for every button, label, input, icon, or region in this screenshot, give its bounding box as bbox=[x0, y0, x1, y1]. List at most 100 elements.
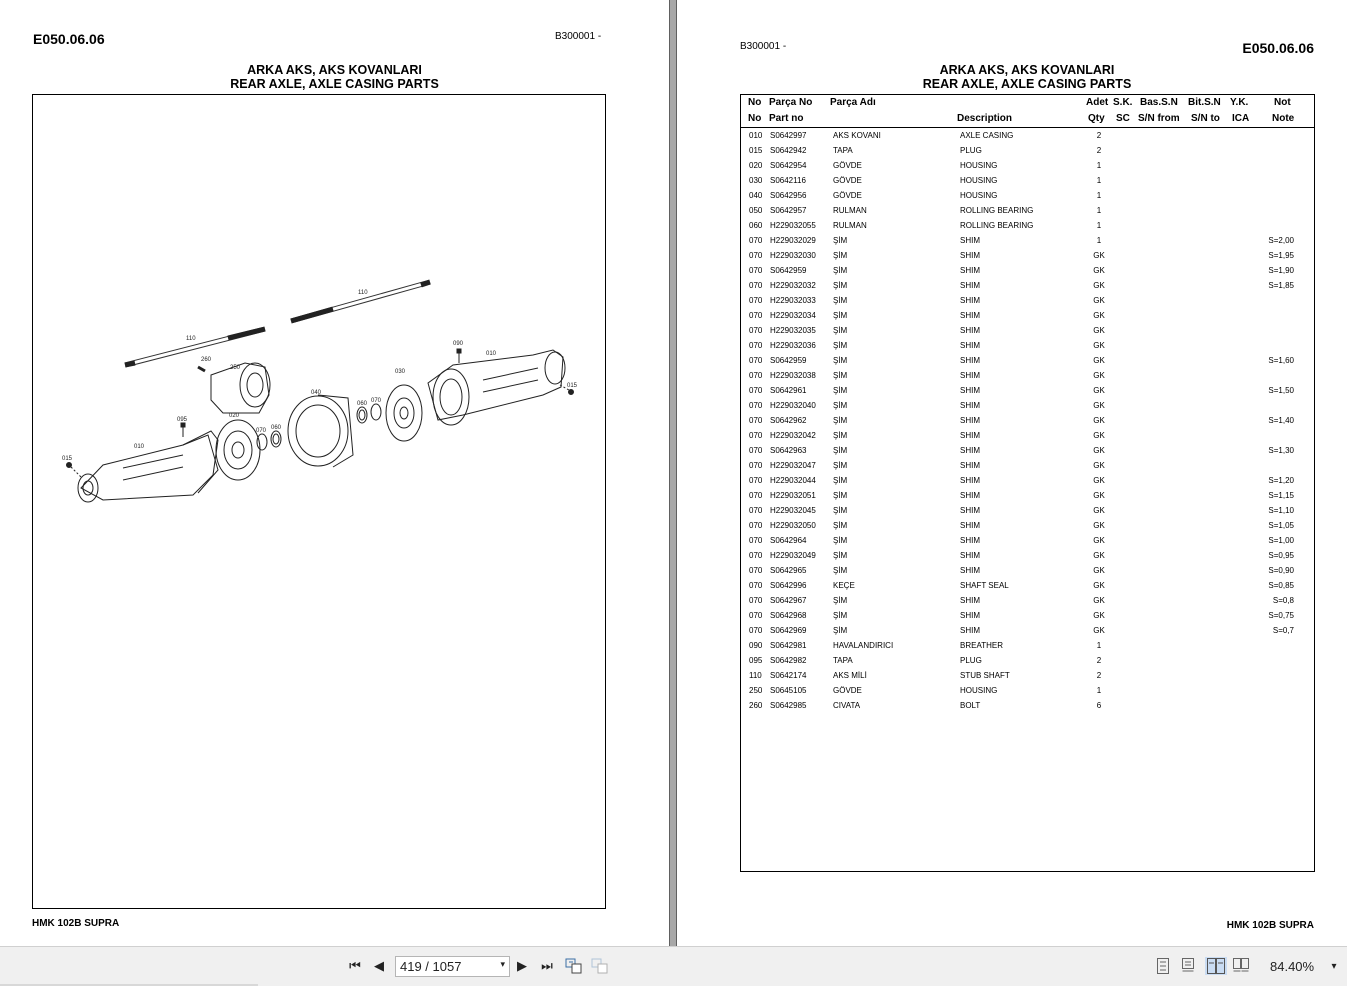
part-name-tr: ŞİM bbox=[833, 296, 848, 305]
part-name-tr: ŞİM bbox=[833, 611, 848, 620]
description: SHIM bbox=[960, 596, 980, 605]
item-number: 015 bbox=[749, 146, 763, 155]
part-number: H229032036 bbox=[770, 341, 816, 350]
item-number: 095 bbox=[749, 656, 763, 665]
description: SHIM bbox=[960, 356, 980, 365]
part-name-tr: GÖVDE bbox=[833, 191, 862, 200]
note: S=2,00 bbox=[1268, 236, 1294, 245]
description: AXLE CASING bbox=[960, 131, 1014, 140]
header-from-en: S/N from bbox=[1138, 113, 1180, 124]
description: SHIM bbox=[960, 266, 980, 275]
item-number: 070 bbox=[749, 356, 763, 365]
part-number: H229032035 bbox=[770, 326, 816, 335]
page-dropdown-icon[interactable]: ▾ bbox=[500, 959, 505, 969]
header-to-tr: Bit.S.N bbox=[1188, 97, 1221, 108]
continuous-facing-view-button[interactable] bbox=[1232, 957, 1250, 975]
part-number: H229032042 bbox=[770, 431, 816, 440]
part-number: S0642959 bbox=[770, 266, 807, 275]
part-number: H229032047 bbox=[770, 461, 816, 470]
part-name-tr: TAPA bbox=[833, 656, 853, 665]
zoom-level[interactable]: 84.40% bbox=[1270, 959, 1315, 974]
quantity: GK bbox=[1093, 476, 1105, 485]
page-right-parts-list: B300001 - E050.06.06 ARKA AKS, AKS KOVAN… bbox=[677, 0, 1347, 946]
note: S=1,10 bbox=[1268, 506, 1294, 515]
part-name-tr: ŞİM bbox=[833, 416, 848, 425]
header-ica-en: ICA bbox=[1232, 113, 1250, 124]
description: STUB SHAFT bbox=[960, 671, 1010, 680]
continuous-view-button[interactable] bbox=[1180, 957, 1196, 975]
description: PLUG bbox=[960, 656, 982, 665]
single-page-view-button[interactable] bbox=[1155, 957, 1171, 975]
next-view-button[interactable] bbox=[590, 957, 610, 975]
part-number: S0642981 bbox=[770, 641, 807, 650]
description: SHIM bbox=[960, 236, 980, 245]
part-name-tr: ŞİM bbox=[833, 326, 848, 335]
note: S=1,20 bbox=[1268, 476, 1294, 485]
part-number: H229032029 bbox=[770, 236, 816, 245]
page-number-input[interactable]: 419 / 1057 ▾ bbox=[395, 956, 510, 977]
callout-010-left: 010 bbox=[134, 444, 145, 450]
serial-range: B300001 - bbox=[555, 31, 602, 42]
description: SHIM bbox=[960, 371, 980, 380]
part-number: S0642116 bbox=[770, 176, 806, 185]
description: SHIM bbox=[960, 281, 980, 290]
exploded-view-drawing: 110 110 260 250 095 020 010 015 040 070 … bbox=[32, 94, 606, 909]
part-name-tr: ŞİM bbox=[833, 566, 848, 575]
item-number: 010 bbox=[749, 131, 763, 140]
part-number: H229032044 bbox=[770, 476, 816, 485]
previous-view-button[interactable] bbox=[564, 957, 584, 975]
quantity: GK bbox=[1093, 446, 1105, 455]
item-number: 070 bbox=[749, 311, 763, 320]
part-number: H229032055 bbox=[770, 221, 816, 230]
continuous-facing-icon bbox=[1233, 958, 1249, 972]
header-name-tr: Parça Adı bbox=[830, 97, 876, 108]
item-number: 070 bbox=[749, 386, 763, 395]
header-note-en: Note bbox=[1272, 113, 1295, 124]
first-page-button[interactable]: ⏮ bbox=[349, 958, 361, 973]
zoom-dropdown-button[interactable]: ▾ bbox=[1331, 960, 1337, 972]
quantity: GK bbox=[1093, 551, 1105, 560]
header-sc-en: SC bbox=[1116, 113, 1130, 124]
header-sc-tr: S.K. bbox=[1113, 97, 1133, 108]
part-number: S0642967 bbox=[770, 596, 807, 605]
item-number: 070 bbox=[749, 581, 763, 590]
part-number: S0642954 bbox=[770, 161, 807, 170]
header-part-tr: Parça No bbox=[769, 97, 813, 108]
note: S=0,8 bbox=[1272, 596, 1294, 605]
item-number: 070 bbox=[749, 551, 763, 560]
description: BOLT bbox=[960, 701, 981, 710]
header-part-en: Part no bbox=[769, 113, 804, 124]
last-page-button[interactable]: ⏭ bbox=[541, 958, 553, 973]
quantity: GK bbox=[1093, 611, 1105, 620]
part-name-tr: GÖVDE bbox=[833, 161, 862, 170]
callout-110-right: 110 bbox=[358, 290, 368, 296]
item-number: 070 bbox=[749, 236, 763, 245]
next-page-button[interactable]: ▶ bbox=[517, 958, 527, 973]
previous-page-button[interactable]: ◀ bbox=[374, 958, 384, 973]
page-title-tr: ARKA AKS, AKS KOVANLARI bbox=[939, 63, 1115, 77]
note: S=1,05 bbox=[1268, 521, 1294, 530]
facing-pages-view-button[interactable] bbox=[1205, 957, 1227, 975]
description: HOUSING bbox=[960, 176, 998, 185]
description: SHIM bbox=[960, 341, 980, 350]
item-number: 070 bbox=[749, 626, 763, 635]
document-viewport: E050.06.06 B300001 - ARKA AKS, AKS KOVAN… bbox=[0, 0, 1347, 946]
item-number: 070 bbox=[749, 476, 763, 485]
part-number: S0642963 bbox=[770, 446, 807, 455]
part-number: S0642961 bbox=[770, 386, 807, 395]
item-number: 070 bbox=[749, 416, 763, 425]
description: HOUSING bbox=[960, 686, 998, 695]
model-name-footer: HMK 102B SUPRA bbox=[1226, 920, 1314, 931]
